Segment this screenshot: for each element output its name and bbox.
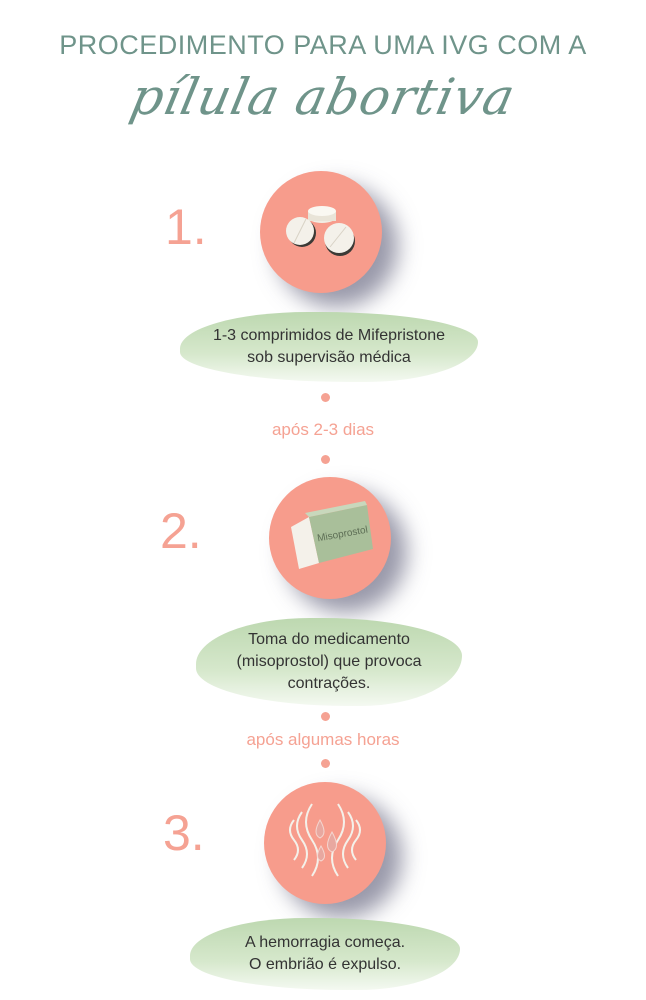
step-1-circle: [260, 171, 382, 293]
description-line: 1-3 comprimidos de Mifepristone: [212, 327, 446, 344]
step-1-description: 1-3 comprimidos de Mifepristone sob super…: [180, 312, 478, 382]
step-2-circle: Misoprostol: [269, 477, 391, 599]
interval-label: após algumas horas: [246, 730, 400, 749]
step-3-description: A hemorragia começa. O embrião é expulso.: [190, 918, 460, 990]
step-number: 3.: [163, 805, 205, 861]
step-number: 1.: [165, 199, 207, 255]
step-number: 2.: [160, 503, 202, 559]
description-line: sob supervisão médica: [247, 349, 411, 366]
bleeding-icon: [289, 803, 361, 877]
description-line: Toma do medicamento: [248, 631, 410, 648]
medicine-box-icon: [291, 501, 373, 569]
timeline-dot: [321, 759, 330, 768]
description-line: (misoprostol) que provoca: [236, 653, 422, 670]
page-subtitle: pílula abortiva: [125, 68, 521, 126]
timeline-dot: [321, 393, 330, 402]
interval-label: após 2-3 dias: [271, 420, 375, 439]
step-3-circle: [264, 782, 386, 904]
page-title: PROCEDIMENTO PARA UMA IVG COM A: [59, 30, 587, 60]
timeline-dot: [321, 712, 330, 721]
description-line: O embrião é expulso.: [248, 956, 402, 973]
pills-icon: [286, 206, 355, 256]
description-line: contrações.: [287, 675, 371, 692]
step-2-description: Toma do medicamento (misoprostol) que pro…: [196, 618, 462, 706]
timeline-dot: [321, 455, 330, 464]
description-line: A hemorragia começa.: [244, 934, 406, 951]
